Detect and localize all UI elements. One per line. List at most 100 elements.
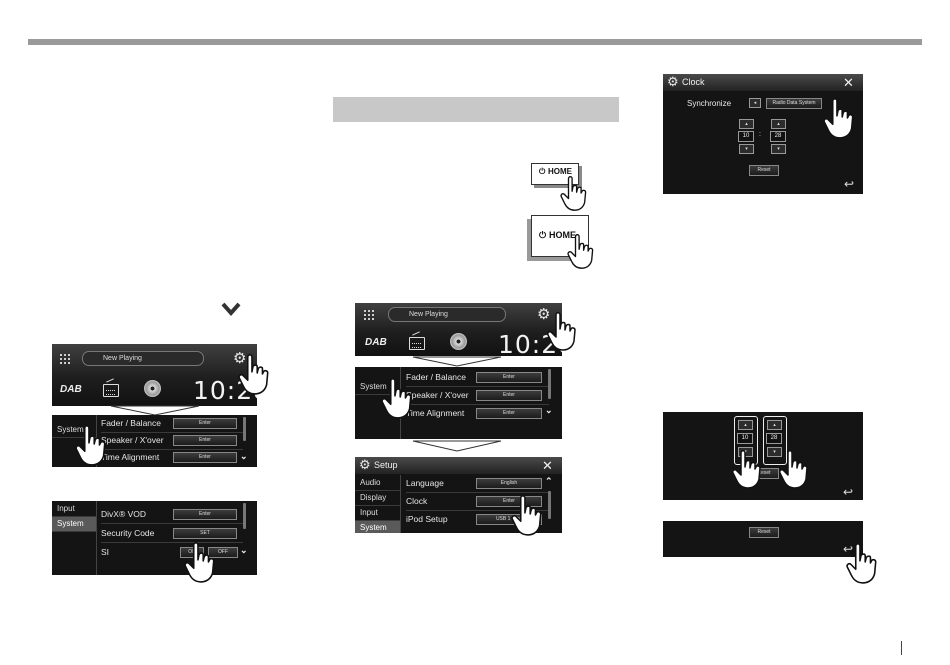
gear-icon: ⚙ [359,457,371,472]
chevron-down-icon[interactable]: ⌄ [240,451,248,461]
minute-value: 28 [766,433,782,444]
touch-hand-icon [559,176,587,212]
gear-icon[interactable]: ⚙ [537,306,551,323]
back-arrow-icon[interactable]: ↩ [843,485,854,499]
row-clock[interactable]: Clock Enter [406,493,549,511]
touch-hand-icon [778,450,808,490]
chevron-down-icon[interactable]: ⌄ [240,545,248,555]
touch-hand-icon [566,234,594,270]
close-icon[interactable]: ✕ [542,458,553,473]
back-arrow-icon[interactable]: ↩ [843,542,854,556]
grid-icon[interactable] [60,354,70,364]
row-label: DivX® VOD [101,509,146,519]
top-rule [28,39,922,45]
language-button[interactable]: English [476,478,542,489]
sync-value: Radio Data System [766,98,822,109]
side-item-system[interactable]: System [355,521,400,533]
row-speaker-xover[interactable]: Speaker / X'over Enter [101,432,243,450]
down-arrow [412,356,502,367]
home-label: HOME [548,167,572,176]
row-time-alignment[interactable]: Time Alignment Enter [101,449,243,466]
minute-down-button[interactable]: ▾ [767,447,782,457]
home-label: HOME [549,230,576,240]
usb-button[interactable]: USB 1 Wire [476,514,542,525]
clock-adjust-screen: ▴ ▴ 10 28 ▾ ▾ Reset ↩ 1 2 [663,412,863,500]
reset-button[interactable]: Reset [749,165,779,176]
chevron-down-icon[interactable]: ⌄ [545,405,553,415]
side-item-system[interactable]: System [52,423,96,438]
enter-button[interactable]: Enter [173,418,237,429]
home-button-small[interactable]: ⏻ HOME [531,163,579,185]
now-playing-bar[interactable]: New Playing [388,307,506,322]
scrollbar[interactable] [243,503,246,529]
system-menu-left: Input System DivX® VOD Enter Security Co… [52,501,257,575]
enter-button[interactable]: Enter [476,408,542,419]
enter-button[interactable]: Enter [476,496,542,507]
enter-button[interactable]: Enter [476,390,542,401]
set-button[interactable]: SET [173,528,237,539]
close-icon[interactable]: ✕ [843,75,854,90]
hour-up-button[interactable]: ▴ [738,420,753,430]
side-item-audio[interactable]: Audio [355,476,400,491]
row-si[interactable]: SI ON OFF [101,544,243,561]
clock-reset-screen: Reset ↩ [663,521,863,557]
side-item-input[interactable]: Input [52,502,96,517]
scrollbar[interactable] [243,417,246,441]
row-fader-balance[interactable]: Fader / Balance Enter [101,415,243,433]
minute-down-button[interactable]: ▾ [771,144,786,154]
hour-value: 10 [738,131,754,142]
minute-up-button[interactable]: ▴ [767,420,782,430]
hour-up-button[interactable]: ▴ [739,119,754,129]
time-separator: : [759,131,761,138]
scrollbar[interactable] [548,491,551,519]
chevron-down-icon [221,302,241,317]
touch-hand-icon [74,425,106,467]
touch-hand-icon [510,495,542,537]
row-fader-balance[interactable]: Fader / Balance Enter [406,369,549,387]
enter-button[interactable]: Enter [476,372,542,383]
radio-icon[interactable] [409,337,425,350]
row-speaker-xover[interactable]: Speaker / X'over Enter [406,387,549,405]
disc-icon[interactable] [450,333,467,350]
row-label: iPod Setup [406,514,448,524]
enter-button[interactable]: Enter [173,435,237,446]
minute-up-button[interactable]: ▴ [771,119,786,129]
synchronize-label: Synchronize [687,99,732,108]
minute-highlight [763,416,787,465]
now-playing-bar[interactable]: New Playing [82,351,204,366]
sync-prev-button[interactable]: ◂ [749,98,761,108]
gear-icon: ⚙ [667,74,679,89]
row-label: Speaker / X'over [101,435,164,445]
row-time-alignment[interactable]: Time Alignment Enter [406,405,549,422]
chevron-up-icon[interactable]: ⌃ [545,476,553,486]
touch-hand-icon [731,450,761,490]
row-label: Language [406,478,444,488]
home-screen-middle: New Playing ⚙ DAB 10:28 [355,303,562,356]
side-item-system[interactable]: System [355,380,400,395]
row-divx-vod[interactable]: DivX® VOD Enter [101,506,243,524]
reset-button[interactable]: Reset [749,527,779,538]
row-label: Fader / Balance [406,372,467,382]
row-language[interactable]: Language English [406,475,549,493]
enter-button[interactable]: Enter [173,452,237,463]
enter-button[interactable]: Enter [173,509,237,520]
grid-icon[interactable] [364,310,374,320]
disc-icon[interactable] [144,380,161,397]
on-button[interactable]: ON [180,547,204,558]
touch-hand-icon [546,312,576,352]
row-ipod-setup[interactable]: iPod Setup USB 1 Wire [406,511,549,528]
back-arrow-icon[interactable]: ↩ [844,177,855,191]
page-divider [901,641,902,655]
touch-hand-icon [822,98,854,140]
off-button[interactable]: OFF [208,547,238,558]
side-item-input[interactable]: Input [355,506,400,521]
gear-icon[interactable]: ⚙ [233,350,247,367]
down-arrow [412,440,502,452]
radio-icon[interactable] [103,384,119,397]
row-security-code[interactable]: Security Code SET [101,525,243,543]
clock-screen: Clock ⚙ ✕ Synchronize ◂ Radio Data Syste… [663,74,863,194]
hour-down-button[interactable]: ▾ [739,144,754,154]
scrollbar[interactable] [548,369,551,399]
side-item-system[interactable]: System [52,517,96,532]
side-item-display[interactable]: Display [355,491,400,506]
